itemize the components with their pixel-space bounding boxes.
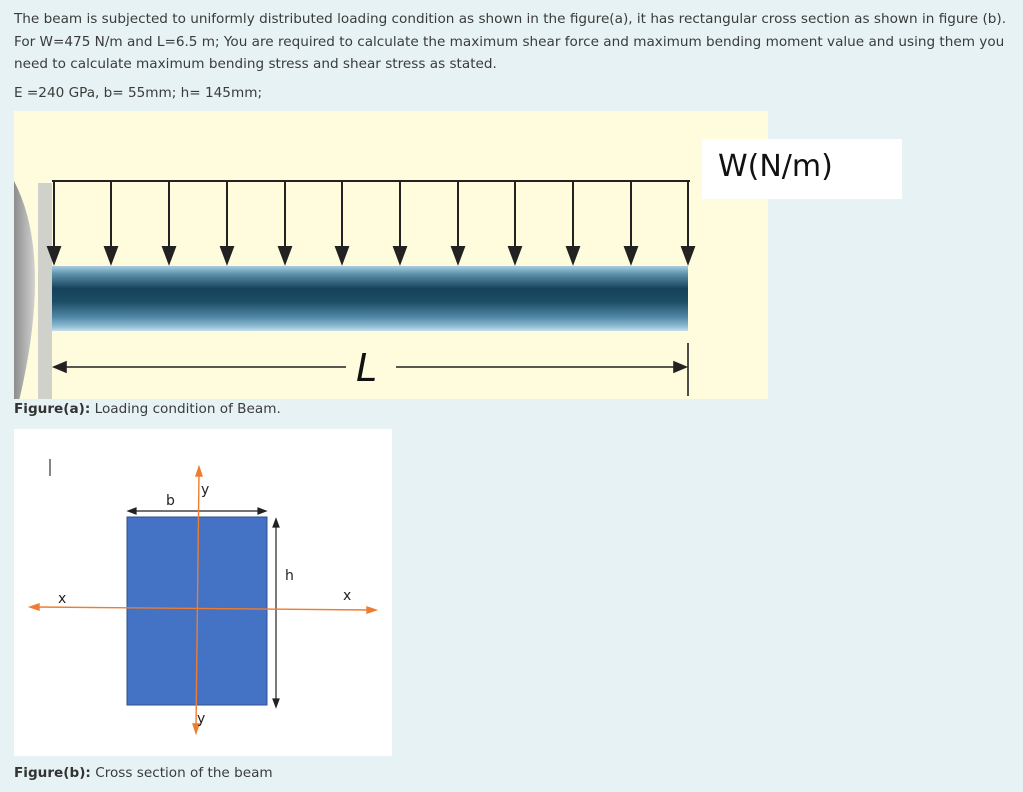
problem-statement: The beam is subjected to uniformly distr…: [14, 11, 1007, 72]
label-b: b: [166, 493, 175, 509]
beam-diagram: L: [14, 180, 696, 399]
load-arrows: [46, 181, 696, 266]
problem-parameters: E =240 GPa, b= 55mm; h= 145mm;: [14, 85, 263, 101]
y-axis: [192, 464, 203, 736]
label-x-right: x: [343, 588, 351, 604]
cross-section-diagram: b h x x y y: [27, 459, 379, 736]
figure-a-beam-loading: L: [14, 111, 768, 399]
label-x-left: x: [58, 591, 66, 607]
figure-b-caption: Figure(b): Cross section of the beam: [14, 765, 273, 781]
figure-a-caption-text: Loading condition of Beam.: [90, 401, 281, 417]
length-label: L: [356, 346, 377, 390]
length-dimension: [51, 343, 689, 396]
label-y-top: y: [201, 482, 209, 498]
load-label-box: W(N/m): [702, 139, 902, 199]
figure-a-caption-prefix: Figure(a):: [14, 401, 91, 417]
figure-b-caption-text: Cross section of the beam: [90, 765, 273, 781]
label-y-bottom: y: [197, 711, 205, 727]
height-dimension: [272, 517, 280, 709]
label-h: h: [285, 568, 294, 584]
figure-b-caption-prefix: Figure(b):: [14, 765, 91, 781]
load-label: W(N/m): [718, 149, 833, 184]
x-axis: [27, 603, 379, 614]
wall-support: [14, 181, 35, 399]
figure-b-cross-section: b h x x y y: [14, 429, 392, 756]
width-dimension: [126, 507, 268, 515]
beam: [52, 266, 688, 331]
figure-a-caption: Figure(a): Loading condition of Beam.: [14, 401, 281, 417]
